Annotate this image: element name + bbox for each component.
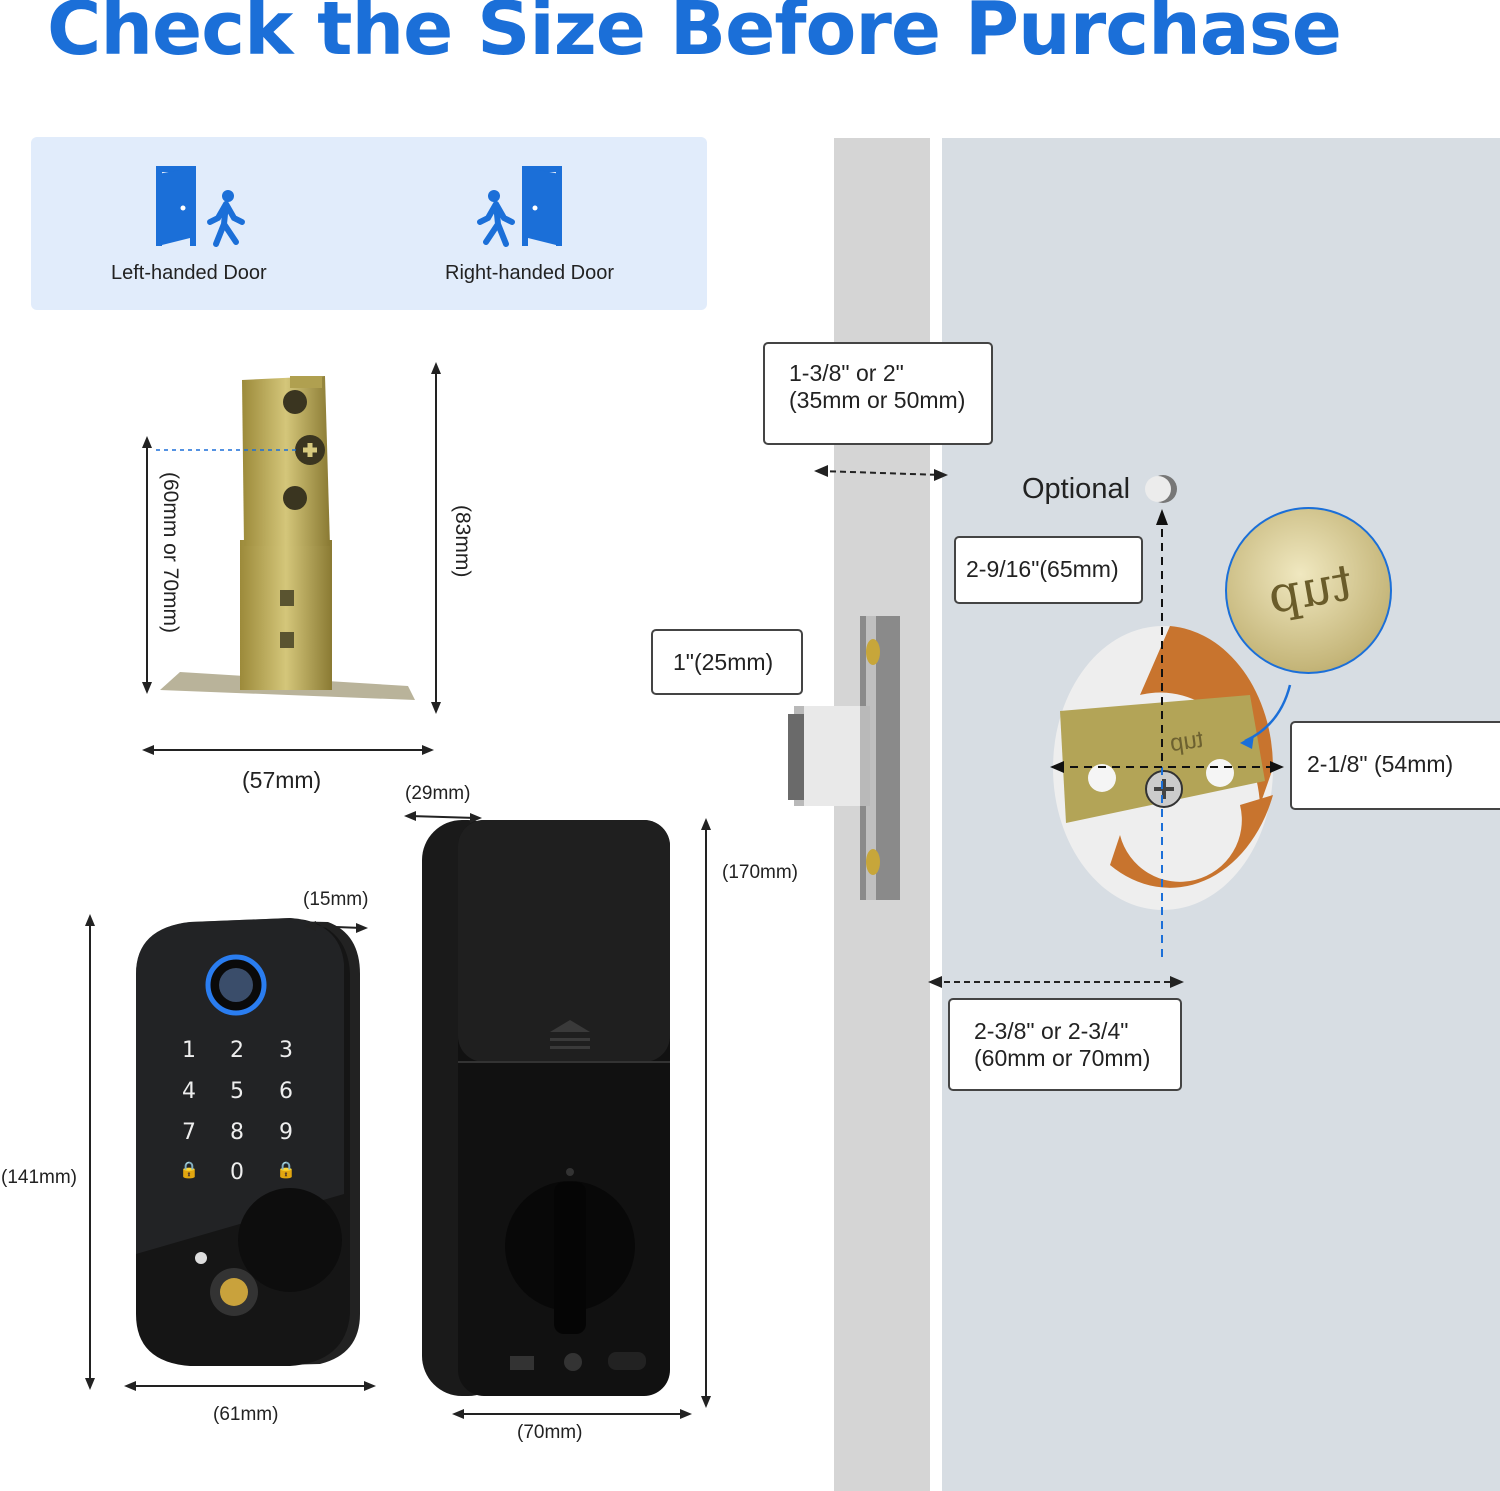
key-2[interactable]: 2: [230, 1038, 244, 1063]
bore-diameter-box: 2-1/8" (54mm): [1290, 721, 1500, 810]
interior-depth-dim: (29mm): [405, 783, 471, 804]
door-handedness-panel: [31, 137, 707, 310]
key-3[interactable]: 3: [279, 1038, 293, 1063]
keypad-height-dim: (141mm): [1, 1167, 78, 1188]
moon-icon: [1145, 475, 1177, 503]
interior-height-dim: (170mm): [722, 862, 799, 883]
edge-bore-box: 1"(25mm): [651, 629, 803, 695]
door-thickness-box: 1-3/8" or 2" (35mm or 50mm): [763, 342, 993, 445]
edge-latch-plate: [788, 616, 900, 900]
keypad-width-dim: (61mm): [213, 1404, 279, 1425]
bore-hole-illustration: [1050, 509, 1292, 963]
lock-key-right-icon[interactable]: 🔒: [276, 1160, 296, 1179]
page-title: Check the Size Before Purchase: [47, 0, 1342, 72]
right-door-label: Right-handed Door: [445, 262, 614, 284]
interior-unit-body: [422, 820, 670, 1396]
key-5[interactable]: 5: [230, 1079, 244, 1104]
key-7[interactable]: 7: [182, 1120, 196, 1145]
keypad: 1 2 3 4 5 6 7 8 9 🔒 0 🔒: [134, 918, 358, 1366]
door-thickness-line1: 1-3/8" or 2": [789, 360, 904, 386]
latch-height-dim: (83mm): [451, 505, 474, 578]
optional-label: Optional: [1022, 473, 1131, 505]
key-6[interactable]: 6: [279, 1079, 293, 1104]
key-0[interactable]: 0: [230, 1160, 244, 1185]
backset-box: 2-3/8" or 2-3/4" (60mm or 70mm): [948, 998, 1182, 1091]
interior-width-dim: (70mm): [517, 1422, 583, 1443]
keypad-depth-dim: (15mm): [303, 889, 369, 910]
keypad-dim-arrows: [85, 914, 376, 1391]
right-door-icon: [477, 166, 562, 247]
backset-arrow: [928, 976, 1184, 988]
latch-backset-dim: (60mm or 70mm): [159, 472, 182, 634]
latch-width-dim: (57mm): [242, 767, 322, 793]
backset-line1: 2-3/8" or 2-3/4": [974, 1018, 1129, 1044]
backset-line2: (60mm or 70mm): [974, 1045, 1151, 1071]
door-thickness-line2: (35mm or 50mm): [789, 387, 966, 413]
left-door-icon: [156, 166, 245, 247]
door-thickness-arrow: [814, 465, 948, 481]
interior-dim-arrows: [404, 811, 711, 1419]
key-1[interactable]: 1: [182, 1038, 196, 1063]
key-9[interactable]: 9: [279, 1120, 293, 1145]
left-door-label: Left-handed Door: [111, 262, 267, 284]
key-4[interactable]: 4: [182, 1079, 196, 1104]
hole-distance-box: 2-9/16"(65mm): [954, 536, 1143, 604]
lock-key-left-icon[interactable]: 🔒: [179, 1160, 199, 1179]
keypad-lock-body: [136, 918, 360, 1366]
up-stamp-zoom: [1225, 507, 1392, 674]
latch-illustration: [142, 362, 441, 755]
plate-stamp: tup: [1168, 725, 1206, 758]
key-8[interactable]: 8: [230, 1120, 244, 1145]
